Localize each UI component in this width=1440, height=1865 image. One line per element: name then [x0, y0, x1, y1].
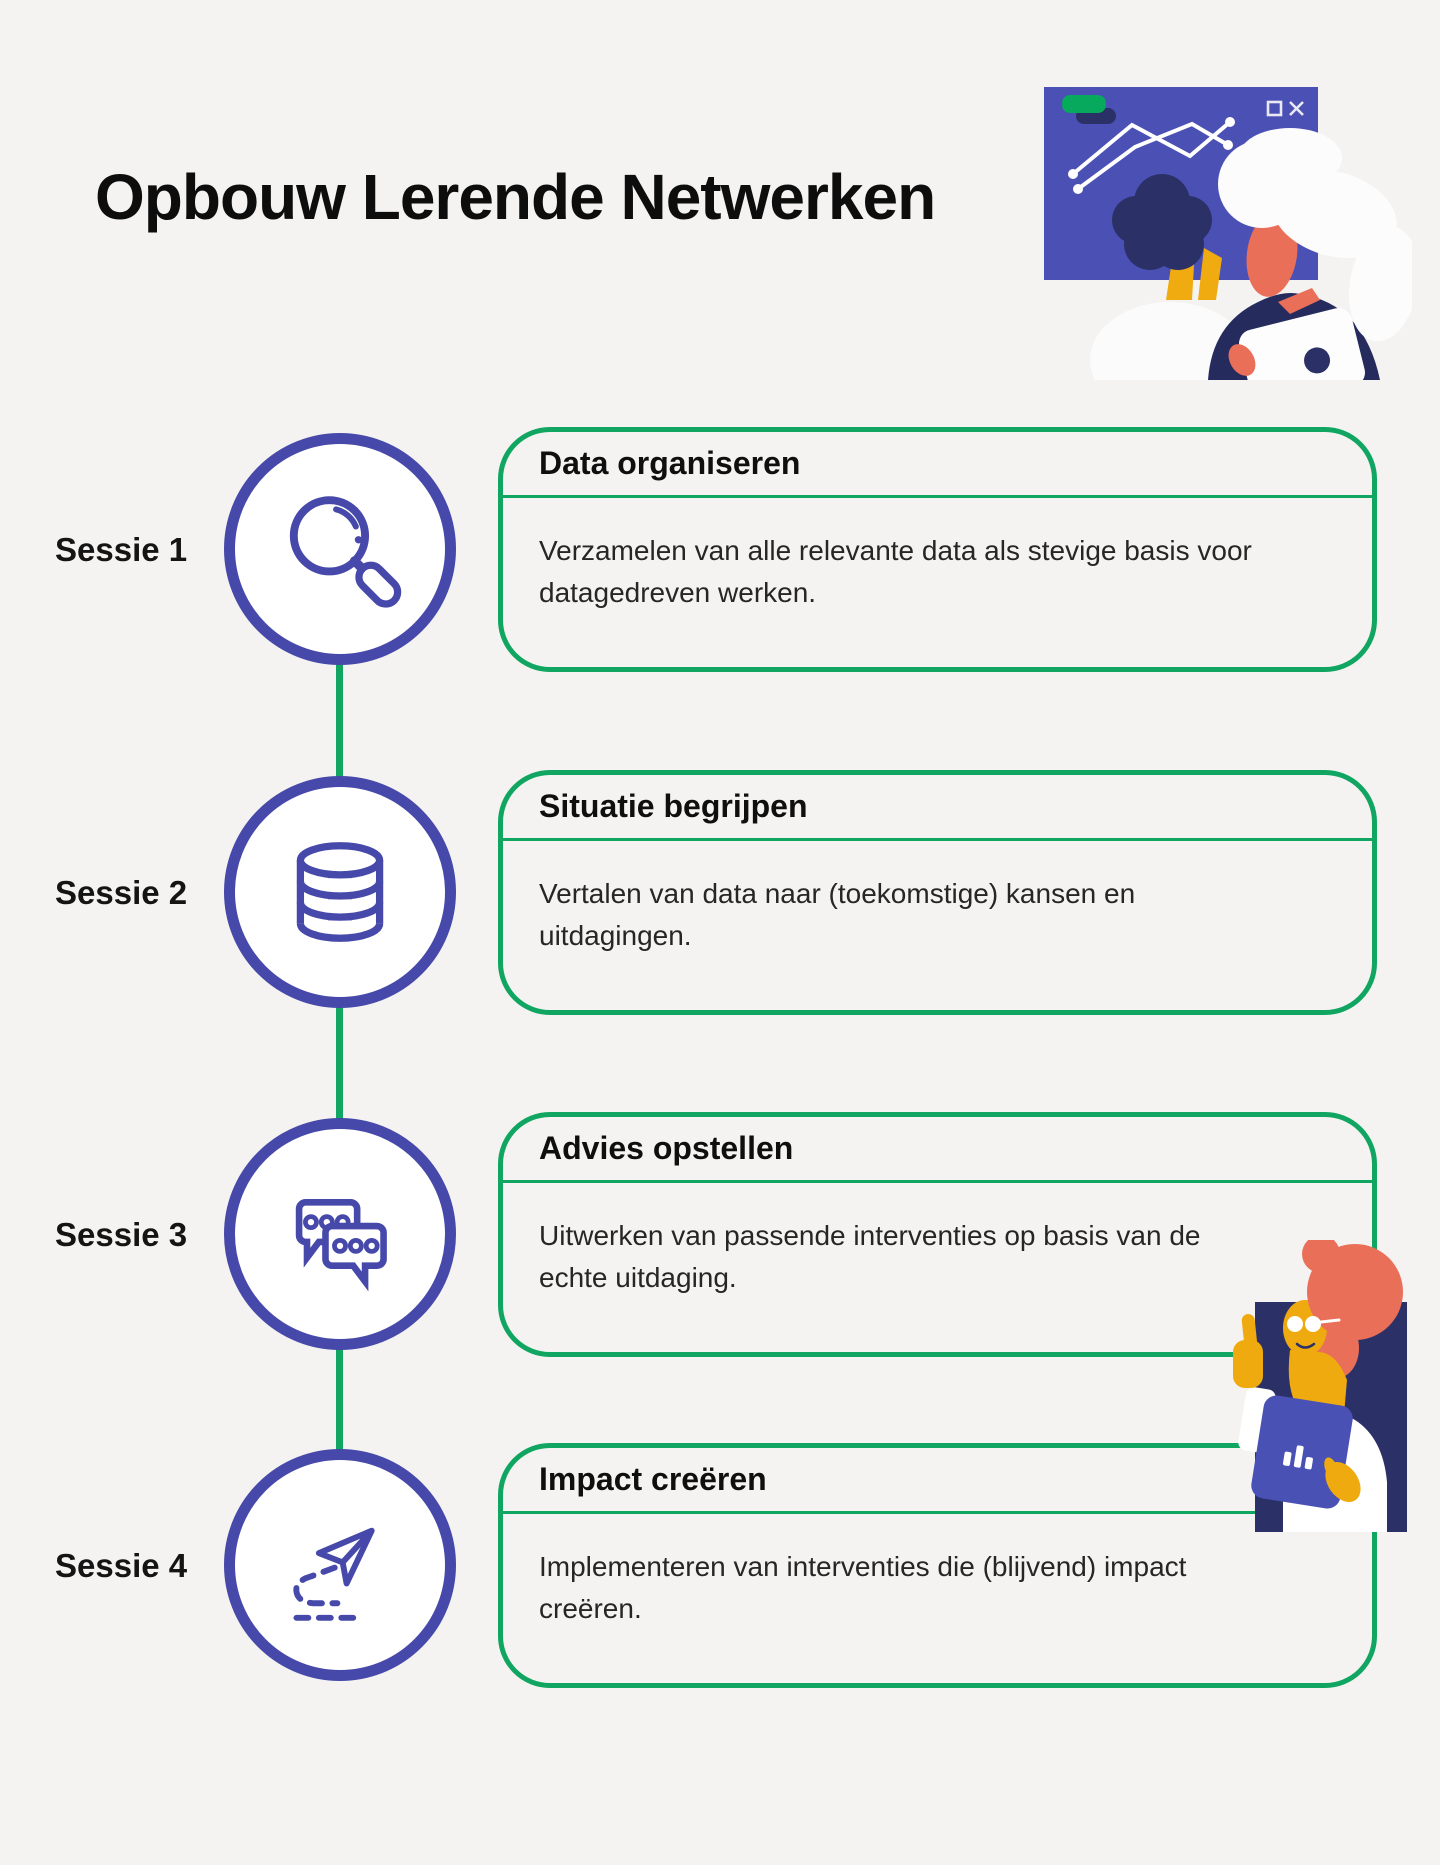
- page-title: Opbouw Lerende Netwerken: [95, 161, 936, 233]
- card-header: Advies opstellen: [503, 1117, 1372, 1183]
- session-card: Situatie begrijpen Vertalen van data naa…: [498, 770, 1377, 1015]
- session-row-4: Sessie 4 Impact creëren Implementeren va…: [0, 1443, 1440, 1688]
- session-row-3: Sessie 3 Advies opstellen: [0, 1112, 1440, 1357]
- person-right: [1208, 128, 1412, 380]
- card-title: Impact creëren: [539, 1461, 767, 1497]
- card-header: Impact creëren: [503, 1448, 1372, 1514]
- session-node: [224, 1449, 456, 1681]
- session-label: Sessie 4: [55, 1546, 188, 1584]
- session-row-1: Sessie 1 Data organiseren Verzamelen van…: [0, 427, 1440, 672]
- card-header: Data organiseren: [503, 432, 1372, 498]
- session-label: Sessie 2: [55, 873, 188, 911]
- magnifier-icon: [289, 496, 402, 608]
- people-chart-illustration: [1044, 87, 1412, 380]
- session-card: Impact creëren Implementeren van interve…: [498, 1443, 1377, 1688]
- card-body: Implementeren van interventies die (blij…: [539, 1551, 1187, 1624]
- card-title: Situatie begrijpen: [539, 788, 808, 824]
- line-chart-icon: [1071, 120, 1232, 191]
- session-card: Data organiseren Verzamelen van alle rel…: [498, 427, 1377, 672]
- thumbs-up-person-illustration: [1233, 1240, 1407, 1532]
- card-title: Data organiseren: [539, 445, 801, 481]
- glasses-icon: [1287, 1316, 1341, 1332]
- chat-bubbles-icon: [295, 1199, 387, 1292]
- person-left: [1090, 174, 1250, 380]
- session-node: [224, 433, 456, 665]
- tablet-icon: [1239, 308, 1365, 380]
- card-body: Vertalen van data naar (toekomstige) kan…: [539, 878, 1136, 951]
- timeline-connector: [336, 550, 343, 1568]
- window-controls-icon: [1266, 100, 1304, 117]
- session-label: Sessie 1: [55, 530, 188, 568]
- card-body: Uitwerken van passende interventies op b…: [539, 1220, 1201, 1293]
- database-icon: [296, 842, 384, 942]
- session-card: Advies opstellen Uitwerken van passende …: [498, 1112, 1377, 1357]
- card-body: Verzamelen van alle relevante data als s…: [539, 535, 1252, 608]
- card-title: Advies opstellen: [539, 1130, 794, 1166]
- session-row-2: Sessie 2 Situatie begrijpen: [0, 770, 1440, 1015]
- session-label: Sessie 3: [55, 1215, 188, 1253]
- card-header: Situatie begrijpen: [503, 775, 1372, 841]
- session-node: [224, 776, 456, 1008]
- paper-plane-icon: [293, 1527, 375, 1621]
- session-node: [224, 1118, 456, 1350]
